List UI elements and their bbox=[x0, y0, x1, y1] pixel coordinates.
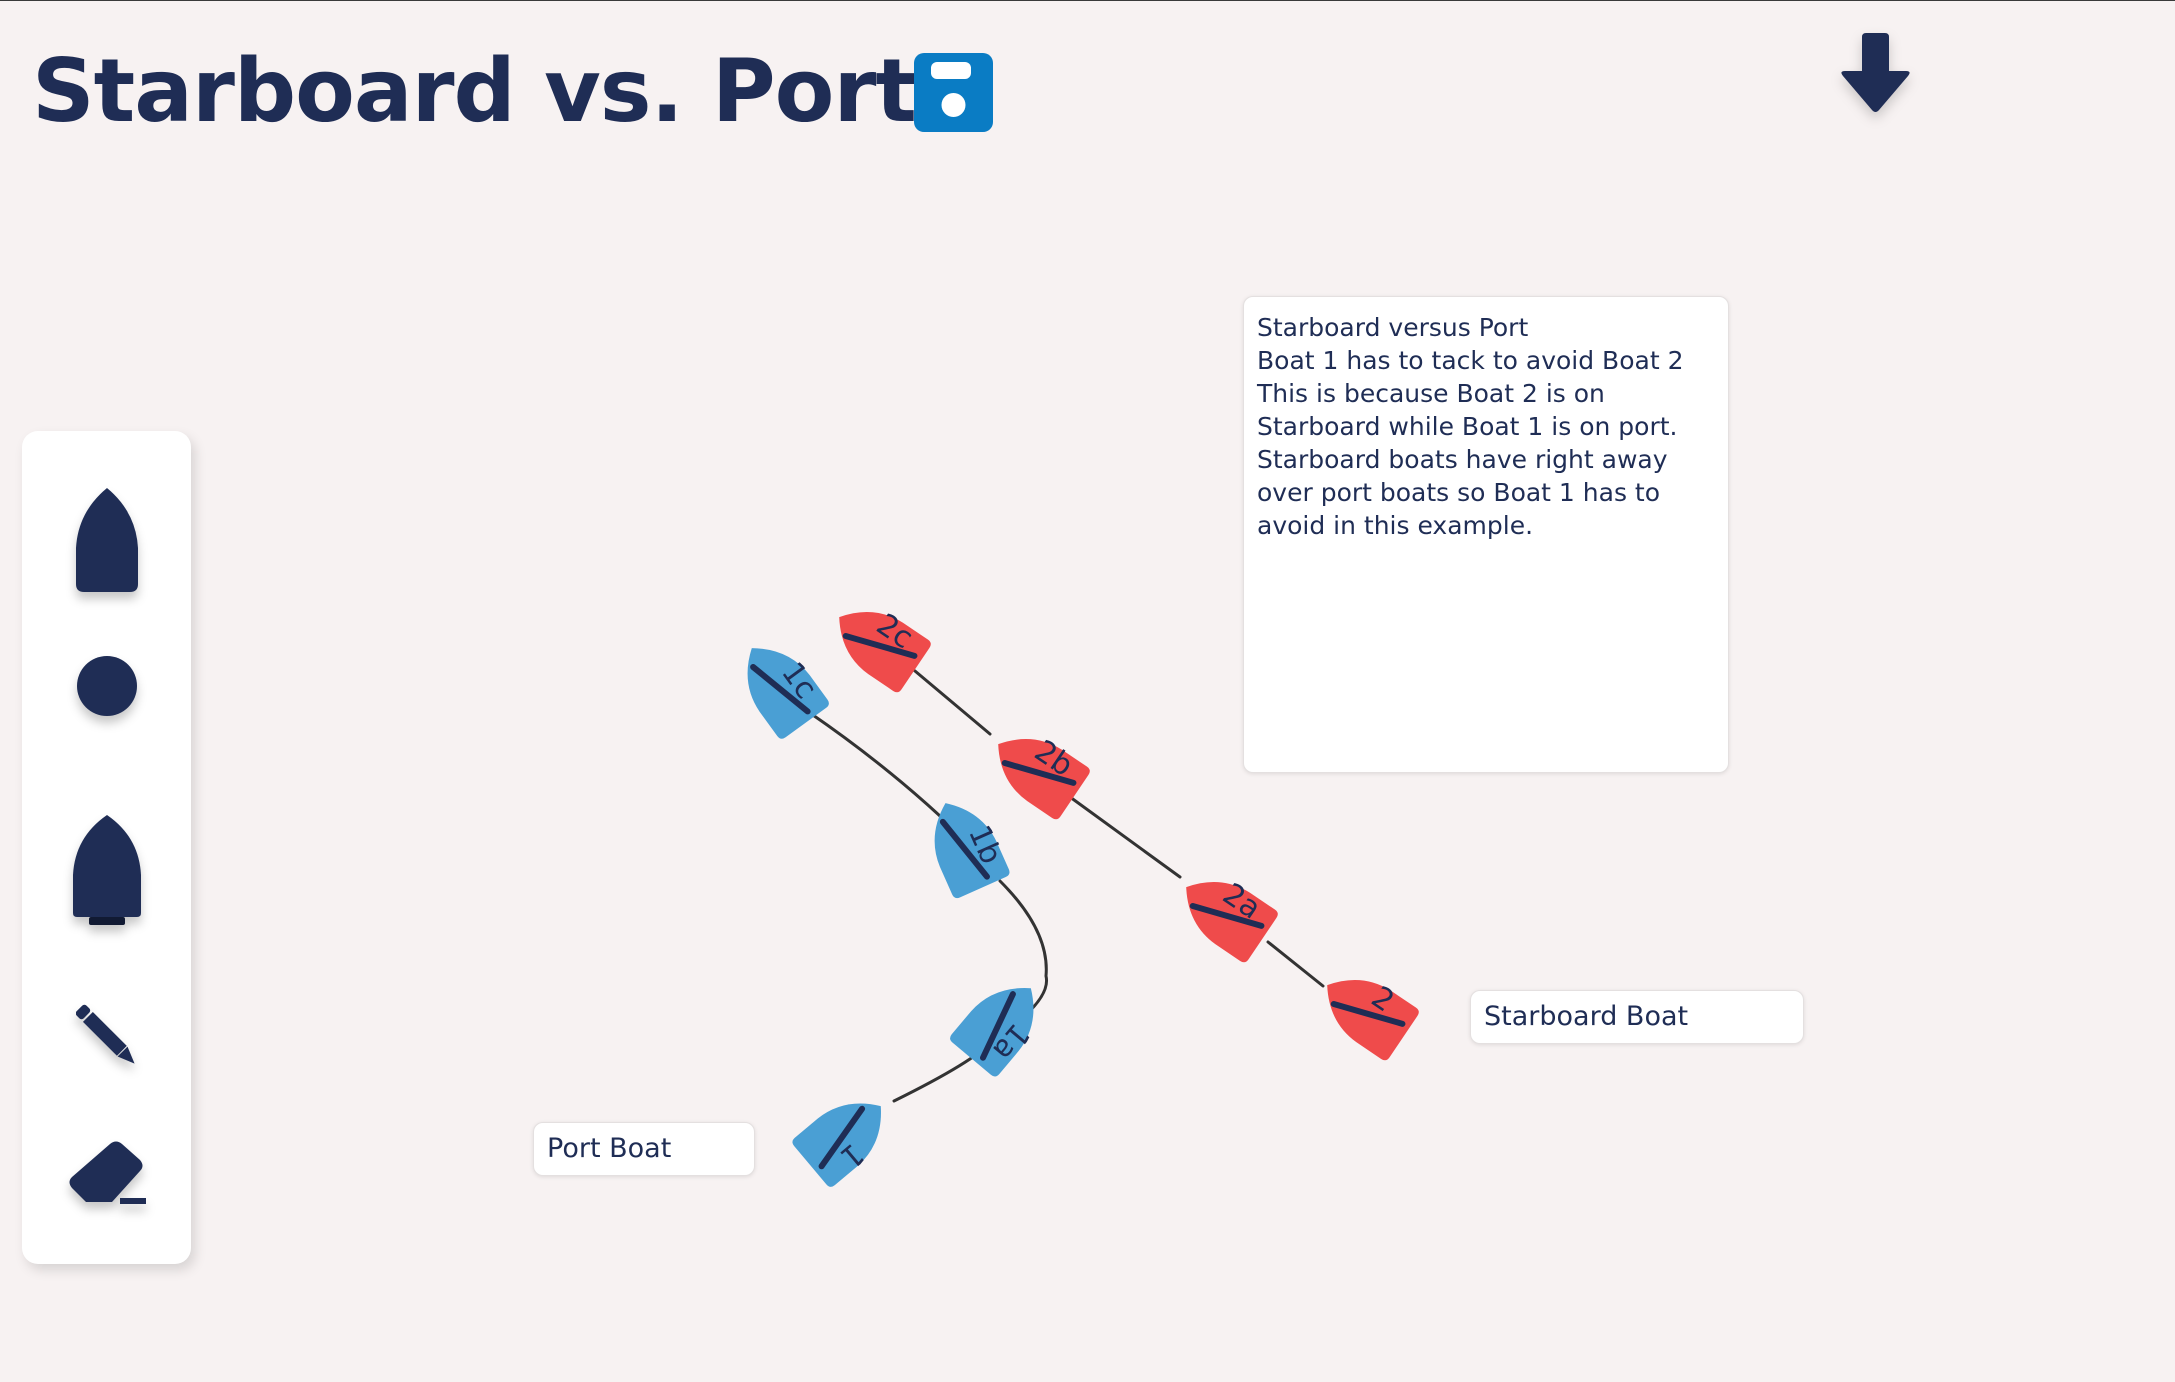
boat-sail-icon bbox=[1330, 1001, 1406, 1027]
boat-sail-icon bbox=[750, 663, 811, 715]
committee-boat-icon bbox=[72, 815, 141, 925]
page-title: Starboard vs. Port! bbox=[32, 40, 956, 142]
tool-palette bbox=[22, 431, 191, 1264]
boat-1b[interactable]: 1b bbox=[917, 788, 1016, 900]
starboard-boat-label[interactable]: Starboard Boat bbox=[1470, 990, 1804, 1044]
save-icon bbox=[914, 53, 993, 132]
boat-2[interactable]: 2 bbox=[1310, 955, 1424, 1062]
add-boat-tool[interactable] bbox=[22, 481, 191, 601]
boat-hull-icon bbox=[998, 739, 1090, 820]
boat-icon bbox=[75, 488, 138, 592]
download-button[interactable] bbox=[1838, 33, 1913, 120]
boat-1a[interactable]: 1a bbox=[948, 968, 1059, 1082]
arrow-down-icon bbox=[1841, 33, 1910, 112]
boat-hull-icon bbox=[839, 612, 931, 693]
boat-sail-icon bbox=[1189, 903, 1265, 929]
boat-2a[interactable]: 2a bbox=[1169, 857, 1283, 964]
draw-tool[interactable] bbox=[22, 986, 191, 1086]
boat-2c[interactable]: 2c bbox=[822, 587, 936, 694]
boat-sail-icon bbox=[842, 633, 918, 659]
eraser-icon bbox=[69, 1141, 146, 1204]
boat-1c[interactable]: 1c bbox=[727, 627, 836, 741]
add-mark-tool[interactable] bbox=[22, 646, 191, 726]
boat-hull-icon bbox=[934, 803, 1010, 899]
save-button[interactable] bbox=[914, 53, 993, 132]
boat-hull-icon bbox=[1186, 882, 1278, 963]
boat-sail-icon bbox=[818, 1105, 866, 1170]
boat-sail-icon bbox=[979, 991, 1016, 1061]
boat-sail-icon bbox=[1001, 760, 1077, 786]
boat-sail-icon bbox=[939, 818, 990, 880]
erase-tool[interactable] bbox=[22, 1121, 191, 1231]
boat-1[interactable]: 1 bbox=[790, 1082, 904, 1193]
scenario-description-note[interactable]: Starboard versus Port Boat 1 has to tack… bbox=[1243, 296, 1729, 773]
add-committee-boat-tool[interactable] bbox=[22, 796, 191, 946]
boat-hull-icon bbox=[1327, 980, 1419, 1061]
pencil-icon bbox=[75, 1004, 135, 1064]
port-boat-label[interactable]: Port Boat bbox=[533, 1122, 755, 1176]
mark-icon bbox=[76, 656, 137, 716]
boat-2b[interactable]: 2b bbox=[981, 714, 1095, 821]
